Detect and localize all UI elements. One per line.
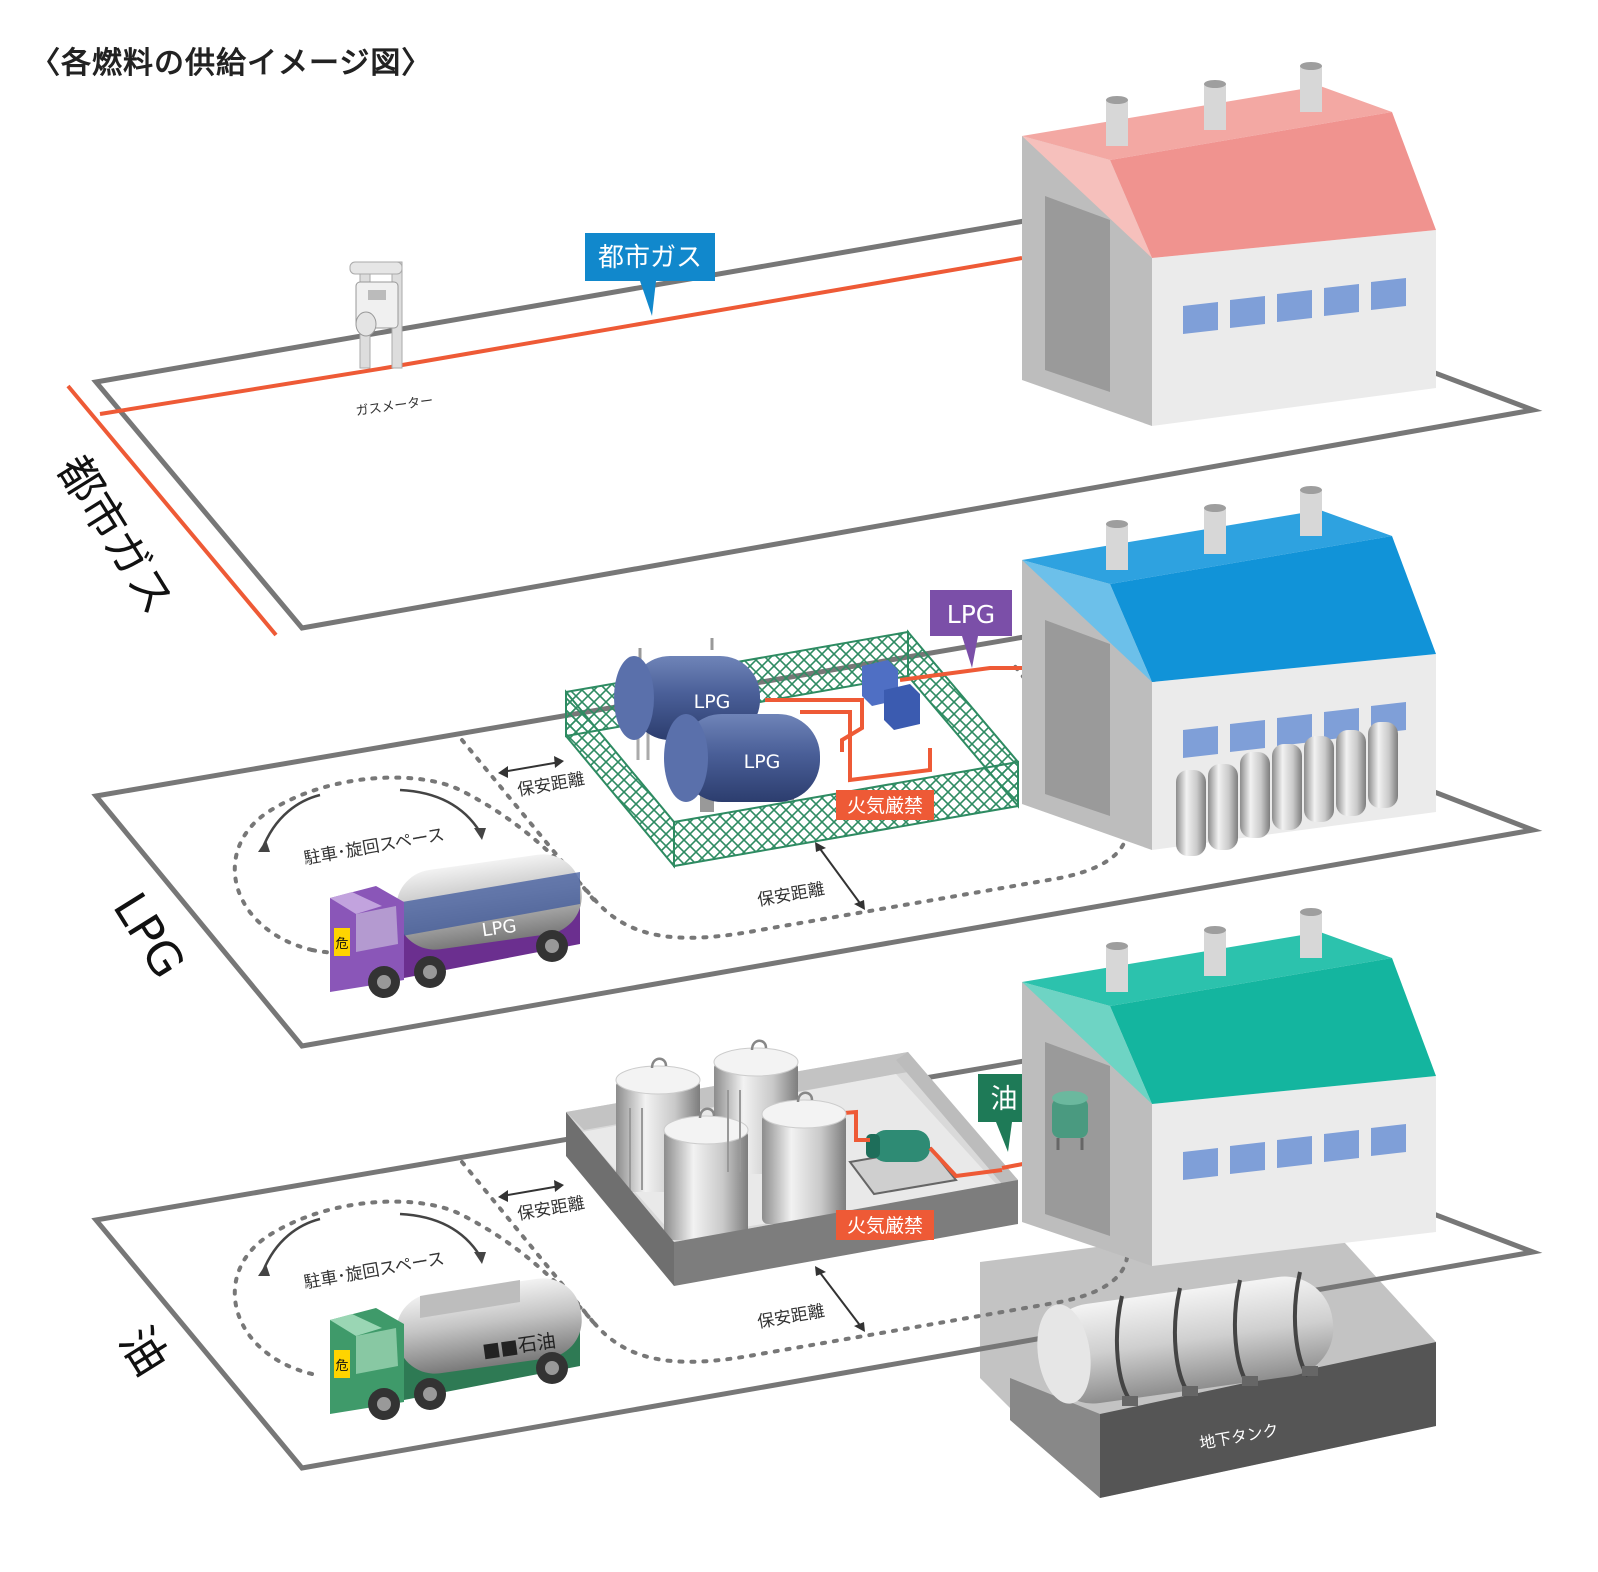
city-gas-section: ガスメーター 都市ガス 都市ガス bbox=[47, 62, 1543, 637]
oil-no-fire-sign: 火気厳禁 bbox=[836, 1210, 934, 1240]
lpg-fence: LPG LPG 火気厳禁 bbox=[565, 629, 1022, 869]
gas-meter-icon bbox=[349, 261, 403, 369]
oil-tank-dike: 火気厳禁 bbox=[566, 1039, 1018, 1286]
factory-windows bbox=[1183, 1124, 1406, 1180]
lpg-no-fire-sign: 火気厳禁 bbox=[836, 790, 934, 820]
oil-truck-icon: ■■石油 危 bbox=[330, 1278, 582, 1420]
lpg-tank-1-label: LPG bbox=[694, 691, 731, 713]
oil-safety-label-2: 保安距離 bbox=[756, 1301, 826, 1333]
underground-tank-icon bbox=[1037, 1271, 1334, 1406]
oil-storage-tanks-icon bbox=[615, 1039, 847, 1240]
city-gas-main-line bbox=[66, 384, 278, 637]
city-gas-factory bbox=[1022, 62, 1436, 426]
lpg-factory bbox=[1022, 486, 1436, 856]
service-tank-icon bbox=[1052, 1091, 1088, 1150]
city-gas-tag: 都市ガス bbox=[585, 233, 715, 316]
city-gas-tag-label: 都市ガス bbox=[598, 243, 702, 273]
lpg-tag: LPG bbox=[930, 590, 1012, 668]
lpg-tank-2-label: LPG bbox=[744, 751, 781, 773]
lpg-tag-label: LPG bbox=[947, 600, 995, 629]
oil-parking-label: 駐車･旋回スペース bbox=[302, 1249, 446, 1293]
factory-windows bbox=[1183, 278, 1406, 334]
oil-side-label: 油 bbox=[109, 1317, 179, 1385]
chimney-icon bbox=[1106, 908, 1322, 992]
oil-parking-loop bbox=[232, 1148, 1130, 1376]
lpg-truck-badge: 危 bbox=[335, 937, 348, 952]
lpg-turn-arrow bbox=[260, 793, 321, 851]
oil-safety-arrow-1: 保安距離 bbox=[498, 1180, 586, 1225]
gas-cylinders-icon bbox=[1176, 722, 1398, 856]
oil-no-fire-label: 火気厳禁 bbox=[847, 1215, 923, 1237]
lpg-truck-icon: LPG 危 bbox=[330, 854, 582, 998]
oil-pump-icon bbox=[866, 1130, 930, 1162]
city-gas-pipe bbox=[99, 256, 1023, 416]
oil-truck-badge: 危 bbox=[335, 1359, 348, 1374]
lpg-no-fire-label: 火気厳禁 bbox=[847, 795, 923, 817]
oil-tag-label: 油 bbox=[991, 1084, 1018, 1115]
diagram-title: 〈各燃料の供給イメージ図〉 bbox=[30, 46, 433, 81]
lpg-section: 駐車･旋回スペース 保安距離 保安距離 bbox=[91, 486, 1543, 1049]
regulator-icon bbox=[862, 660, 920, 730]
lpg-parking-loop bbox=[232, 658, 1130, 952]
oil-section: 地下タンク 駐車･旋回スペース 保安距離 保安距離 bbox=[91, 908, 1543, 1498]
oil-safety-arrow-2: 保安距離 bbox=[756, 1266, 865, 1333]
city-gas-side-label: 都市ガス bbox=[47, 447, 184, 623]
lpg-tank-2-icon: LPG bbox=[664, 714, 820, 812]
oil-safety-label-1: 保安距離 bbox=[516, 1193, 586, 1225]
oil-factory bbox=[1022, 908, 1436, 1266]
chimney-icon bbox=[1106, 62, 1322, 146]
lpg-truck-label: LPG bbox=[481, 916, 518, 942]
oil-tag: 油 bbox=[978, 1074, 1030, 1152]
chimney-icon bbox=[1106, 486, 1322, 570]
